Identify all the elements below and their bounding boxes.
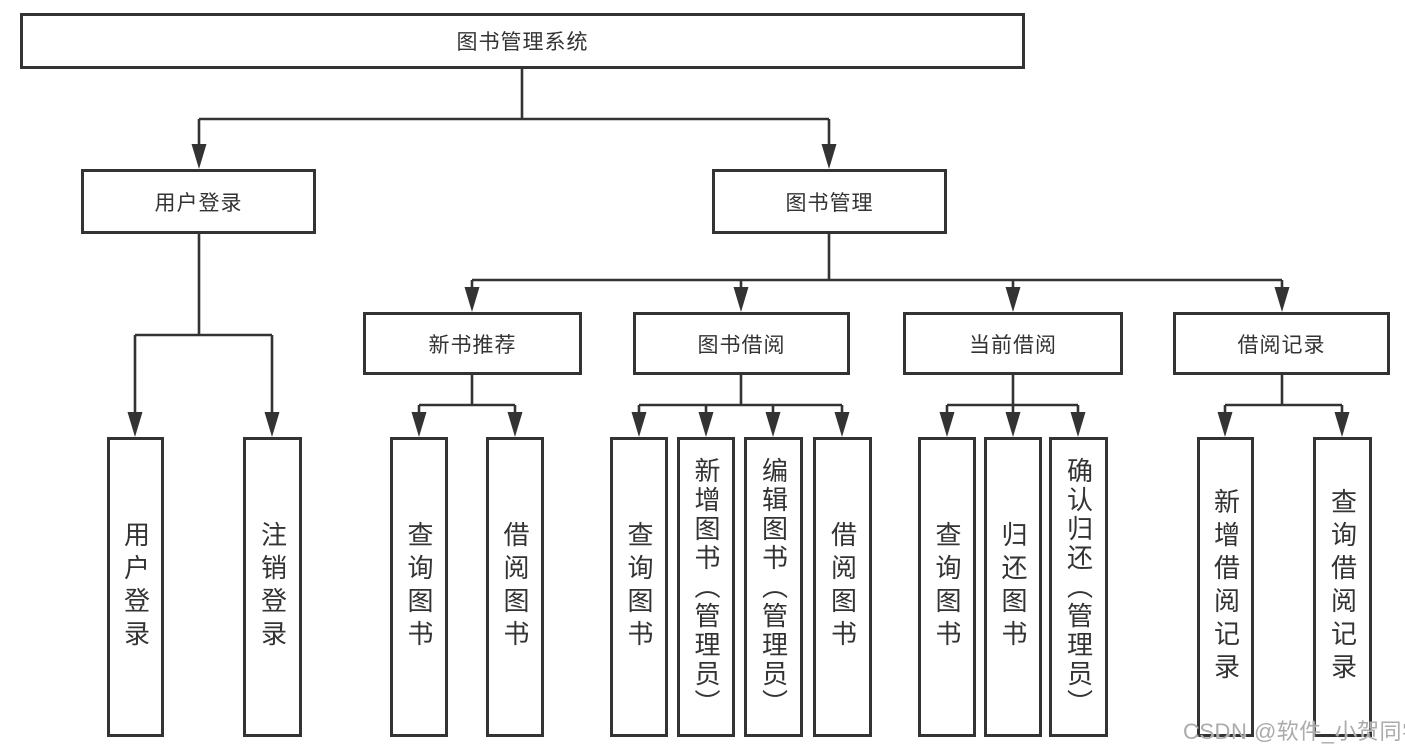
node-book-borrowing: 图书借阅 — [633, 312, 850, 375]
leaf-return-books: 归还图书 — [984, 437, 1042, 737]
leaf-query-borrow-record: 查询借阅记录 — [1313, 437, 1372, 737]
node-label: 借阅图书 — [827, 521, 858, 653]
leaf-confirm-return-admin: 确认归还（管理员） — [1049, 437, 1108, 737]
node-user-login: 用户登录 — [81, 169, 316, 234]
csdn-watermark: CSDN @软件_小贺同学 — [1183, 719, 1405, 744]
node-label: 注销登录 — [257, 521, 288, 653]
connector-segments — [133, 68, 1344, 414]
node-label: 查询图书 — [932, 521, 962, 653]
leaf-query-books-borrowing: 查询图书 — [610, 437, 668, 737]
node-new-book-recommendation: 新书推荐 — [363, 312, 582, 375]
node-label: 新增图书（管理员） — [691, 456, 721, 718]
node-label: 新书推荐 — [428, 333, 517, 357]
node-label: 查询图书 — [624, 521, 654, 653]
node-label: 查询图书 — [404, 521, 434, 653]
node-label: 借阅图书 — [500, 521, 530, 653]
leaf-query-books-recommend: 查询图书 — [390, 437, 448, 737]
leaf-edit-books-admin: 编辑图书（管理员） — [744, 437, 803, 737]
node-borrowing-records: 借阅记录 — [1173, 312, 1390, 375]
node-label: 新增借阅记录 — [1210, 488, 1241, 686]
leaf-borrow-books-recommend: 借阅图书 — [486, 437, 544, 737]
node-label: 查询借阅记录 — [1327, 488, 1358, 686]
leaf-logout: 注销登录 — [243, 437, 302, 737]
leaf-add-borrow-record: 新增借阅记录 — [1197, 437, 1254, 737]
node-book-management: 图书管理 — [712, 169, 947, 234]
node-label: 借阅记录 — [1237, 333, 1326, 357]
node-current-borrowing: 当前借阅 — [903, 312, 1123, 375]
leaf-add-books-admin: 新增图书（管理员） — [677, 437, 735, 737]
node-label: 归还图书 — [998, 521, 1028, 653]
node-label: 图书借阅 — [697, 333, 786, 357]
node-library-management-system: 图书管理系统 — [20, 13, 1025, 69]
node-label: 当前借阅 — [969, 333, 1057, 357]
node-label: 确认归还（管理员） — [1063, 456, 1094, 718]
leaf-user-login: 用户登录 — [107, 437, 164, 737]
node-label: 编辑图书（管理员） — [758, 456, 789, 718]
node-label: 图书管理系统 — [456, 31, 589, 54]
leaf-query-books-current: 查询图书 — [918, 437, 976, 737]
node-label: 用户登录 — [154, 191, 243, 215]
arrowheads — [127, 144, 1350, 437]
node-label: 用户登录 — [120, 521, 151, 653]
node-label: 图书管理 — [785, 191, 874, 215]
leaf-borrow-books-borrowing: 借阅图书 — [813, 437, 872, 737]
